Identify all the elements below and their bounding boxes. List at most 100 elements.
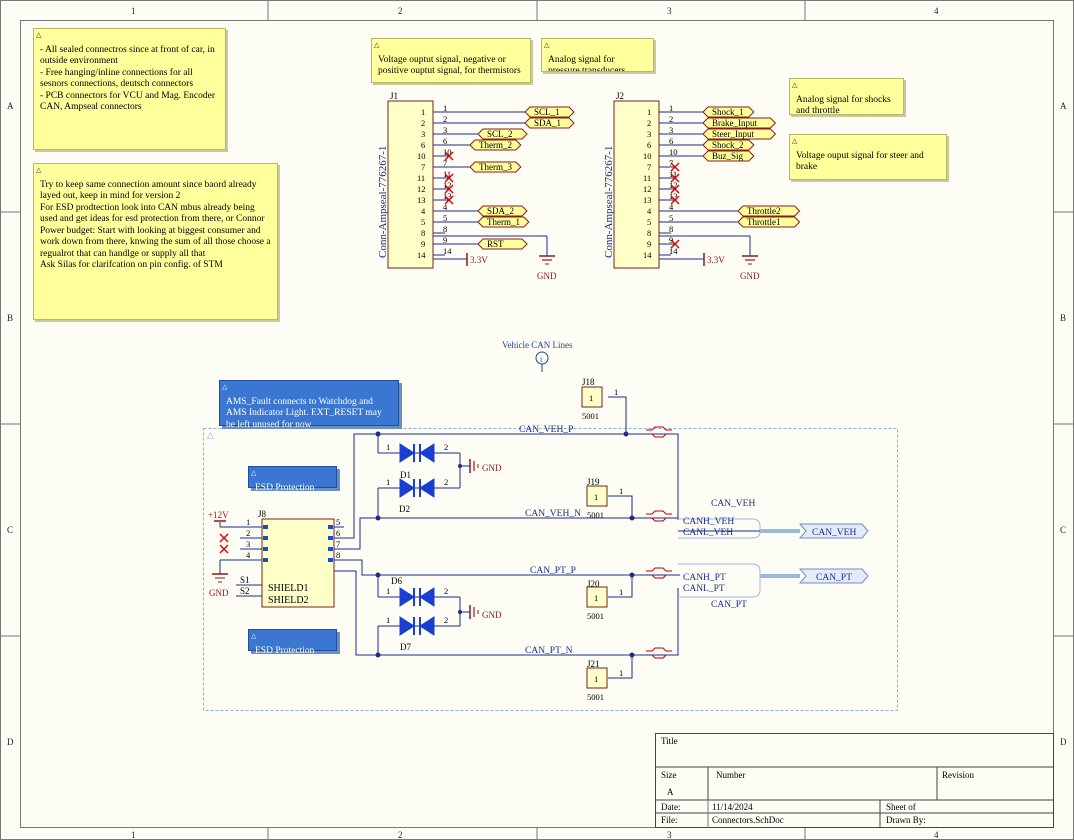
j2-net-label[interactable]: Throttle1 xyxy=(737,216,801,228)
j1-pin-number: 3 xyxy=(421,129,425,139)
note-ams-fault[interactable]: △AMS_Fault connects to Watchdog and AMS … xyxy=(219,380,399,430)
j2-pin-number-outer: 14 xyxy=(669,246,678,256)
j2-pin-number: 4 xyxy=(647,206,652,216)
test-point-designator: J21 xyxy=(587,659,600,669)
note-voltage-thermistors[interactable]: △Voltage ouptut signal, negative or posi… xyxy=(371,38,531,83)
j1-net-label[interactable]: Therm_1 xyxy=(477,216,530,228)
j1-pin-number: 9 xyxy=(421,239,425,249)
j1-pin-number-outer: 1 xyxy=(443,103,447,113)
diode-pin-1: 1 xyxy=(386,586,390,596)
note-budget[interactable]: △Try to keep same connection amount sinc… xyxy=(33,163,278,320)
j2-net-label[interactable]: Throttle2 xyxy=(737,205,801,217)
j1-net-label[interactable]: SDA_2 xyxy=(477,205,528,217)
j2-pin-number: 11 xyxy=(643,173,651,183)
tvs-diode[interactable]: 1 2 D6 xyxy=(386,576,448,607)
note-esd-protection-2[interactable]: △ESD Protection xyxy=(248,629,337,656)
row-label-right: B xyxy=(1060,313,1066,323)
j1-net-label[interactable]: SDA_1 xyxy=(524,117,575,129)
row-label-left: B xyxy=(7,313,13,323)
j2-net-label[interactable]: Shock_1 xyxy=(702,106,755,118)
svg-text:△: △ xyxy=(207,430,214,440)
test-point-pin: 1 xyxy=(594,593,598,603)
bus-pt-h: CANH_PT xyxy=(683,573,726,583)
title-label: Title xyxy=(661,736,678,746)
j1-pin-number: 8 xyxy=(421,228,425,238)
j1-net-label[interactable]: RST xyxy=(477,238,528,250)
j1-net-label[interactable]: Therm_3 xyxy=(469,161,522,173)
note-esd-protection-1[interactable]: △ESD Protection xyxy=(248,466,337,493)
j1-power-label: 3.3V xyxy=(470,255,488,265)
size-label: Size xyxy=(661,770,677,780)
col-label-bottom: 1 xyxy=(131,830,136,840)
bus-can-pt[interactable]: CANH_PT CANL_PT CAN_PT CAN_PT xyxy=(677,563,869,610)
j2-designator: J2 xyxy=(616,91,624,101)
j1-power: 3.3V GND xyxy=(433,235,557,281)
col-label-bottom: 2 xyxy=(398,830,403,840)
col-label-bottom: 4 xyxy=(934,830,939,840)
j2-pin-number-outer: 5 xyxy=(669,213,673,223)
col-label-top: 3 xyxy=(667,6,672,16)
j1-net-text: Therm_3 xyxy=(479,162,512,172)
j8-right-pin-number: 5 xyxy=(336,517,340,527)
note-analog-pressure[interactable]: △Analog signal for pressure transducers xyxy=(541,38,654,72)
j2-pin-number: 9 xyxy=(647,239,651,249)
diode-pin-1: 1 xyxy=(386,442,390,452)
diode-pin-2: 2 xyxy=(444,477,448,487)
j2-pin-number: 13 xyxy=(643,195,652,205)
j2-net-label[interactable]: Steer_Input xyxy=(702,128,777,140)
note-voltage-steer[interactable]: △Voltage ouput signal for steer and brak… xyxy=(789,134,947,180)
j1-pin-number: 4 xyxy=(421,206,426,216)
j2-power: 3.3V GND xyxy=(659,235,760,281)
j2-pin-number: 12 xyxy=(643,184,652,194)
frame-labels: 1 2 3 4 1 2 3 4 A B C D A B C D xyxy=(7,6,1067,840)
test-point-pin: 1 xyxy=(589,393,593,403)
note-connectors[interactable]: △- All sealed connectros since at front … xyxy=(33,28,226,150)
j2-pin-number-outer: 10 xyxy=(669,147,678,157)
j2-pin-number: 2 xyxy=(647,118,651,128)
test-point-value: 5001 xyxy=(587,611,604,621)
j2-net-label[interactable]: Brake_Input xyxy=(702,117,777,129)
j1-net-label[interactable]: SCL_2 xyxy=(477,128,528,140)
note-analog-shocks[interactable]: △Analog signal for shocks and throttle xyxy=(789,78,904,115)
j1-net-text: Therm_2 xyxy=(479,140,512,150)
row-label-right: C xyxy=(1060,525,1066,535)
j2-pin-number-outer: 1 xyxy=(669,103,673,113)
j2-pin-number-outer: 13 xyxy=(669,191,678,201)
diode-pin-2: 2 xyxy=(444,586,448,596)
j1-net-label[interactable]: Therm_2 xyxy=(469,139,522,151)
j2-part-name: Conn-Ampseal-776267-1 xyxy=(603,146,615,258)
j8-left-pin-number: 4 xyxy=(246,550,251,560)
j1-pin-number-outer: 7 xyxy=(443,158,447,168)
port-can-veh: CAN_VEH xyxy=(812,528,856,538)
diode-ground-label-2: GND xyxy=(482,610,502,620)
bus-can-veh[interactable]: CAN_VEH CANH_VEH CANL_VEH CAN_VEH xyxy=(678,499,869,539)
file-value: Connectors.SchDoc xyxy=(712,815,784,825)
j2-net-label[interactable]: Shock_2 xyxy=(702,139,755,151)
diode-designator: D1 xyxy=(400,470,411,480)
row-label-left: A xyxy=(7,101,14,111)
j8-ground-label: GND xyxy=(209,588,229,598)
file-label: File: xyxy=(661,815,678,825)
j2-power-label: 3.3V xyxy=(707,255,725,265)
j1-net-label[interactable]: SCL_1 xyxy=(524,106,575,118)
row-label-left: C xyxy=(7,525,13,535)
note-budget-text: Try to keep same connection amount since… xyxy=(40,179,271,271)
diode-pin-2: 2 xyxy=(444,615,448,625)
test-point-value: 5001 xyxy=(587,692,604,702)
bus-pt-l: CANL_PT xyxy=(683,584,725,594)
j2-net-label[interactable]: Buz_Sig xyxy=(702,150,755,162)
diode-designator: D6 xyxy=(391,576,402,586)
drawn-label: Drawn By: xyxy=(886,815,926,825)
j8-left-pin-number: 2 xyxy=(246,528,250,538)
